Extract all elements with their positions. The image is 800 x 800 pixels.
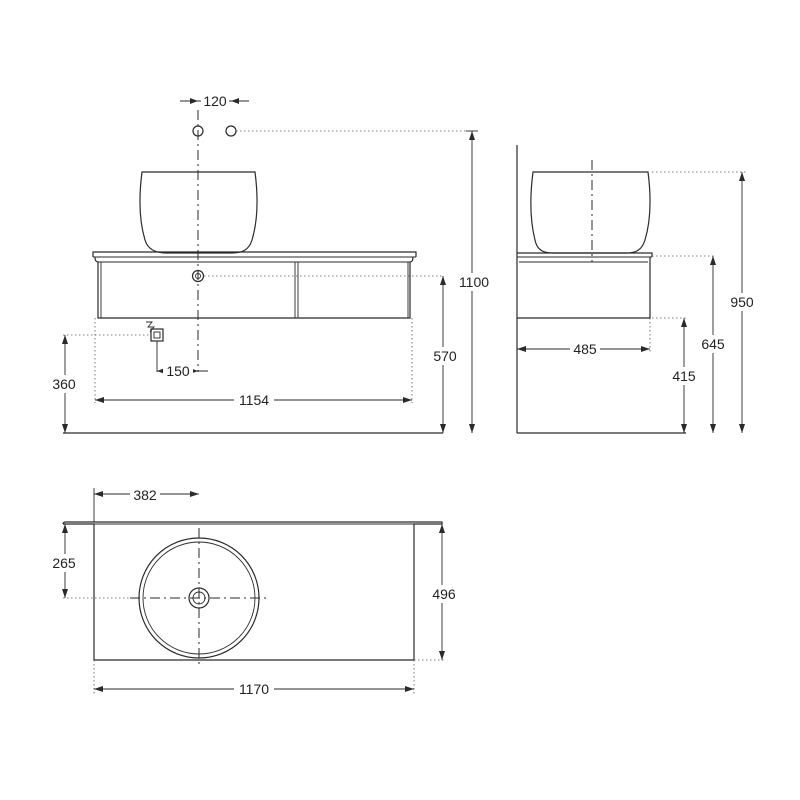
waste-pipe-icon (150, 328, 164, 342)
front-basin (139, 171, 258, 254)
side-cabinet (517, 257, 651, 319)
front-cabinet (94, 256, 414, 319)
dim-waste-height: 360 (52, 376, 76, 392)
side-view: 485 415 645 950 (516, 145, 757, 434)
dim-waste-offset: 150 (166, 363, 190, 379)
dim-top-depth: 496 (432, 586, 456, 602)
dim-side-415: 415 (672, 368, 696, 384)
dim-side-645: 645 (701, 336, 725, 352)
dim-total-height: 1100 (459, 274, 489, 290)
dim-top-basin-y: 265 (52, 555, 76, 571)
front-countertop (92, 251, 417, 257)
top-countertop (62, 521, 443, 661)
dim-side-depth: 485 (573, 341, 597, 357)
power-symbol-icon (146, 321, 155, 333)
dim-top-basin-x: 382 (133, 487, 157, 503)
tap-connector-right (225, 125, 237, 137)
dim-tap-spacing: 120 (203, 93, 227, 109)
side-basin (530, 171, 651, 254)
dim-top-width: 1170 (239, 681, 269, 697)
dim-side-950: 950 (730, 294, 754, 310)
front-view: 120 1100 570 360 150 1154 (49, 92, 492, 434)
dim-cabinet-width: 1154 (239, 392, 269, 408)
top-view: 382 265 496 1170 (49, 486, 459, 697)
dim-cabinet-height: 570 (433, 348, 457, 364)
drawer-right (297, 261, 409, 319)
